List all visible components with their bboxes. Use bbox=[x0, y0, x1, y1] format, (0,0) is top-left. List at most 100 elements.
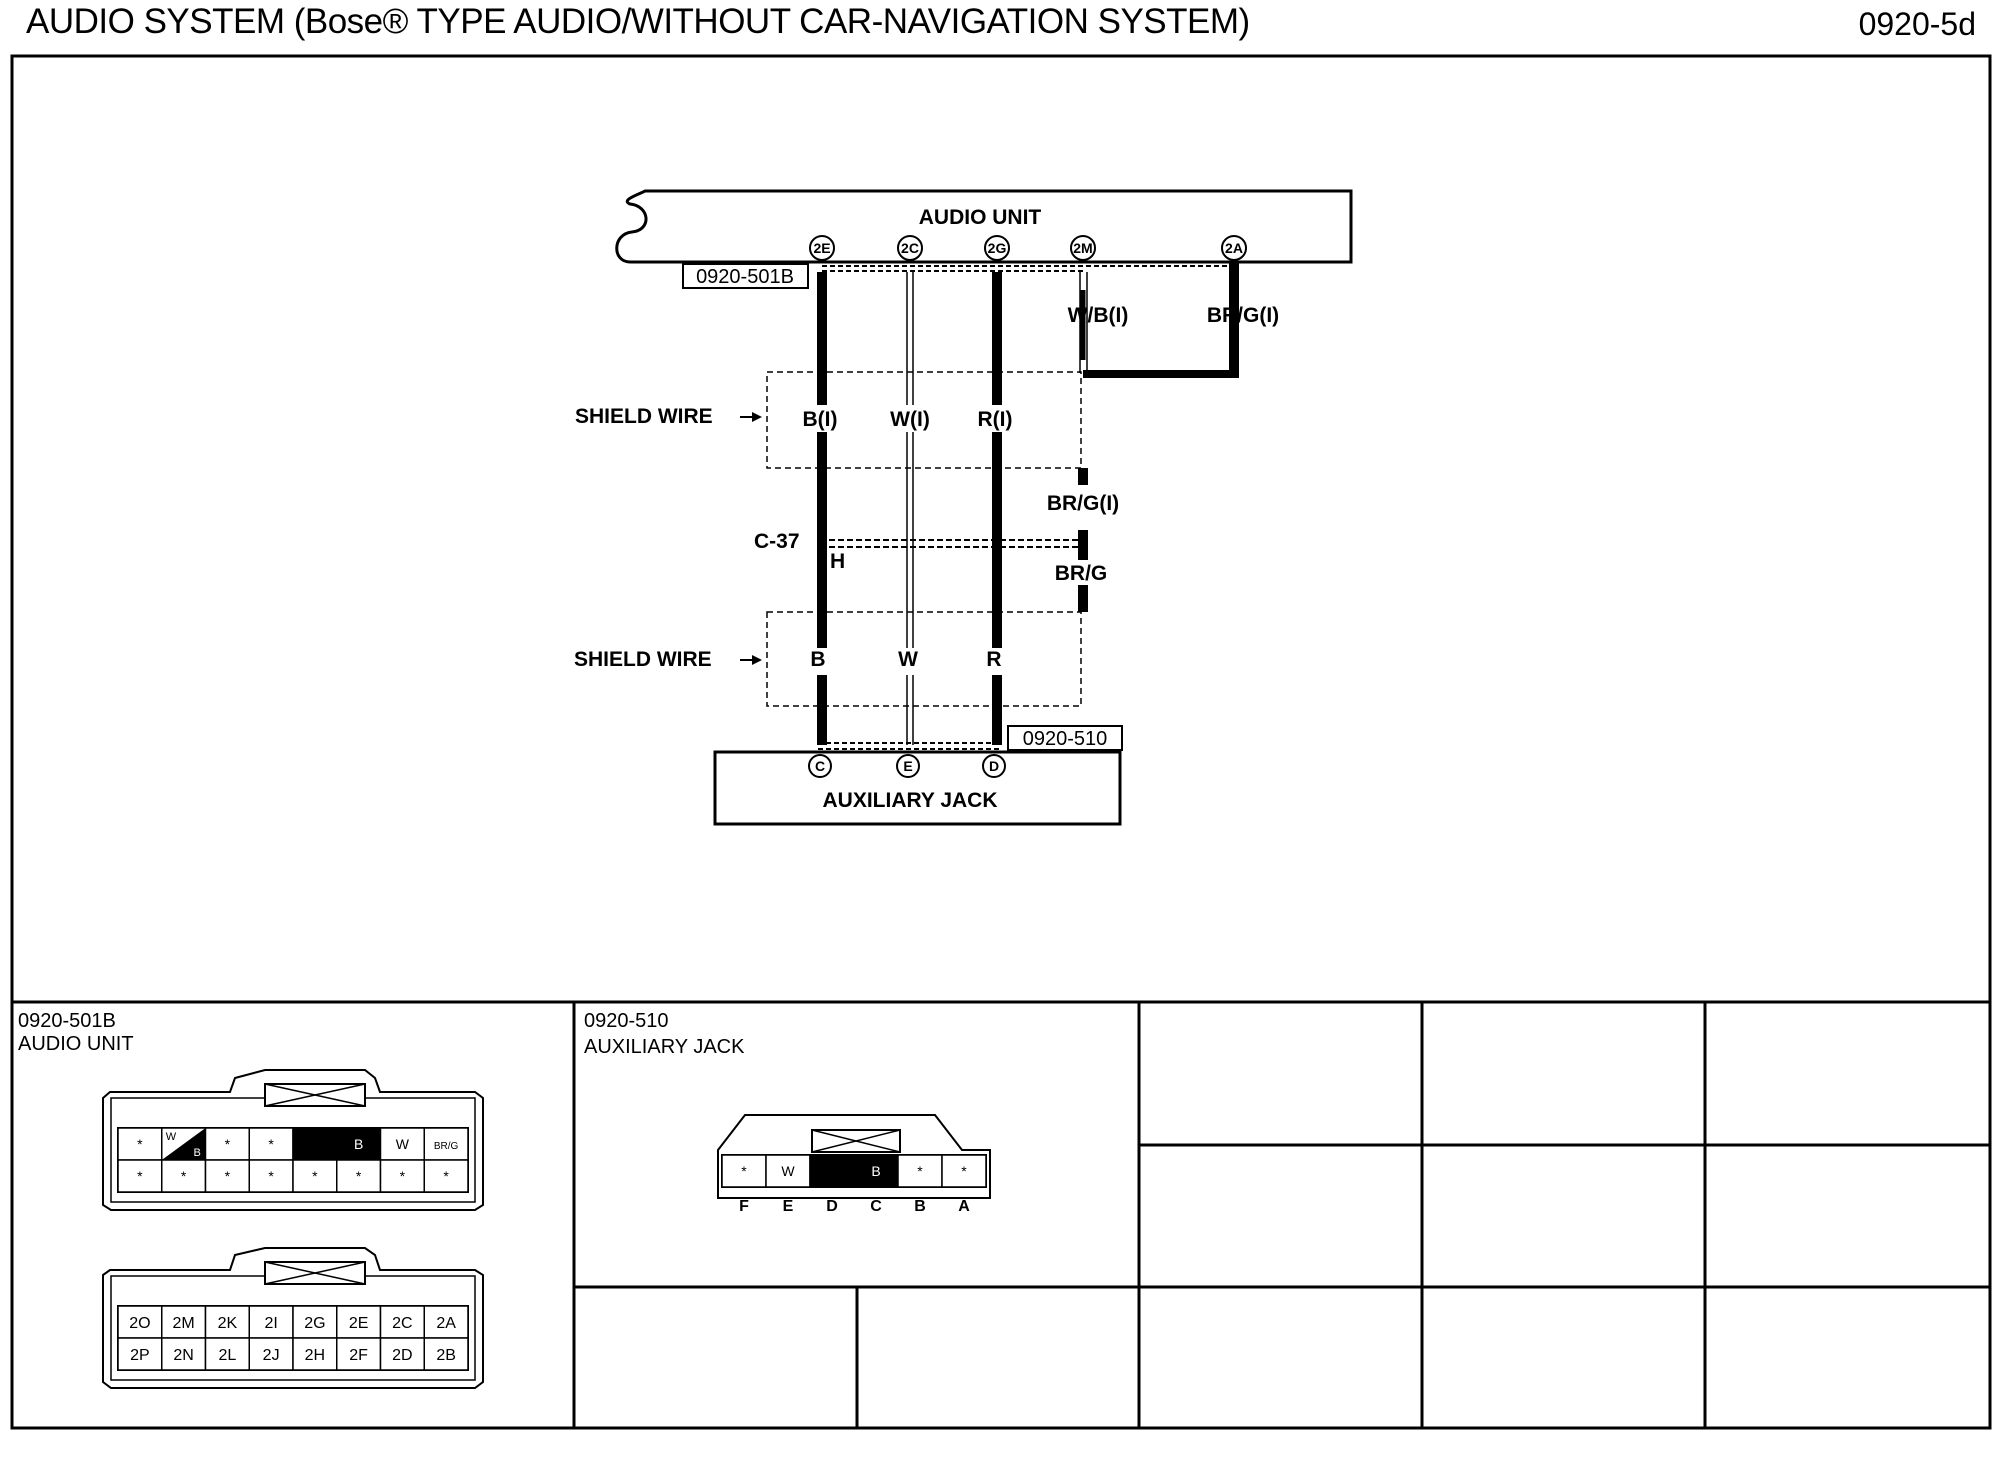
aux-pin-letter: F bbox=[739, 1198, 749, 1215]
audio-pin-label: 2O bbox=[129, 1315, 150, 1332]
wire-r-upper-label: R(I) bbox=[978, 408, 1013, 431]
audio-pin-cell bbox=[336, 1305, 382, 1339]
audio-pin-label: 2P bbox=[130, 1347, 150, 1364]
connector-ref-top bbox=[682, 263, 809, 289]
audio-pin-label: 2I bbox=[264, 1315, 277, 1332]
panel-audio-code: 0920-501B bbox=[18, 1010, 116, 1032]
aux-pin-letter: A bbox=[958, 1198, 970, 1215]
aux-pin-letter: D bbox=[826, 1198, 838, 1215]
wire-wb-loop bbox=[1079, 262, 1239, 378]
wire-w-lower-label: W bbox=[898, 648, 918, 671]
audio-pin-cell bbox=[117, 1337, 163, 1371]
audio-wire-label: B bbox=[194, 1147, 201, 1159]
audio-wire-cell bbox=[161, 1159, 207, 1193]
audio-pin-cell bbox=[204, 1337, 250, 1371]
aux-cell bbox=[721, 1154, 767, 1188]
top-pins: 2E 2C 2G 2M 2A bbox=[809, 235, 1247, 261]
audio-wire-cell bbox=[336, 1127, 382, 1161]
audio-pin-cell bbox=[204, 1305, 250, 1339]
audio-wire-cell bbox=[204, 1159, 250, 1193]
wire-w-upper-label: W(I) bbox=[890, 408, 930, 431]
aux-cell bbox=[809, 1154, 855, 1188]
audio-pin-label: 2A bbox=[436, 1315, 456, 1332]
audio-wire-label: * bbox=[225, 1168, 231, 1184]
audio-wire-cell bbox=[248, 1159, 294, 1193]
audio-wire-label: BR/G bbox=[434, 1141, 459, 1152]
diagram-frame bbox=[10, 54, 1992, 1430]
audio-pin-cell bbox=[248, 1337, 294, 1371]
audio-wire-cell bbox=[117, 1159, 163, 1193]
splice-pin-label: H bbox=[830, 550, 845, 573]
audio-pin-cell bbox=[379, 1337, 425, 1371]
audio-wire-label: * bbox=[137, 1168, 143, 1184]
audio-wire-cell bbox=[379, 1159, 425, 1193]
pin-c: C bbox=[815, 758, 825, 774]
connector-ref-bottom bbox=[1007, 725, 1123, 751]
audio-pin-label: 2N bbox=[173, 1347, 193, 1364]
audio-pin-label: 2B bbox=[436, 1347, 456, 1364]
audio-pin-cell bbox=[248, 1305, 294, 1339]
splice-label: C-37 bbox=[754, 530, 800, 553]
audio-wire-label: * bbox=[225, 1136, 231, 1152]
audio-wire-cell bbox=[336, 1159, 382, 1193]
pin-2m: 2M bbox=[1073, 240, 1092, 256]
audio-wire-label: * bbox=[400, 1168, 406, 1184]
page-title: AUDIO SYSTEM (Bose® TYPE AUDIO/WITHOUT C… bbox=[26, 2, 1250, 41]
audio-wire-cell bbox=[379, 1127, 425, 1161]
aux-cell-label: B bbox=[871, 1163, 880, 1179]
wire-b-lower-label: B bbox=[810, 648, 825, 671]
pin-e: E bbox=[903, 758, 912, 774]
aux-cell-label: * bbox=[741, 1163, 747, 1179]
aux-cell bbox=[941, 1154, 987, 1188]
audio-pin-cell bbox=[423, 1305, 469, 1339]
page-code: 0920-5d bbox=[1858, 6, 1976, 42]
panel-aux-code: 0920-510 bbox=[584, 1010, 669, 1032]
audio-wire-label: * bbox=[443, 1168, 449, 1184]
shield-box-lower bbox=[766, 611, 1082, 707]
wire-brg-low-label: BR/G bbox=[1055, 562, 1108, 585]
audio-wire-label: W bbox=[166, 1131, 177, 1143]
audio-wire-cell bbox=[292, 1127, 338, 1161]
wire-brg-mid-label: BR/G(I) bbox=[1047, 492, 1119, 515]
wire-w bbox=[906, 272, 914, 745]
pin-d: D bbox=[989, 758, 999, 774]
audio-wire-label: * bbox=[268, 1168, 274, 1184]
shield-label-upper: SHIELD WIRE bbox=[575, 405, 713, 428]
pin-2e: 2E bbox=[813, 240, 830, 256]
aux-cell bbox=[853, 1154, 899, 1188]
audio-wire-label: * bbox=[312, 1168, 318, 1184]
aux-cell bbox=[765, 1154, 811, 1188]
shield-box-upper bbox=[766, 371, 1082, 469]
audio-wire-label: W bbox=[396, 1136, 410, 1152]
wire-r-lower-label: R bbox=[986, 648, 1001, 671]
audio-connector-wires: * W B * * B W BR/G * * * * * * * * bbox=[102, 1069, 484, 1211]
aux-cell-label: W bbox=[781, 1163, 795, 1179]
audio-wire-label: * bbox=[137, 1136, 143, 1152]
audio-pin-label: 2D bbox=[392, 1347, 412, 1364]
wire-wb-label: W/B(I) bbox=[1068, 304, 1129, 327]
audio-unit-box bbox=[615, 189, 1353, 264]
audio-unit-label: AUDIO UNIT bbox=[919, 206, 1042, 229]
audio-wire-label: B bbox=[354, 1136, 363, 1152]
audio-pin-cell bbox=[423, 1337, 469, 1371]
audio-wire-label: * bbox=[268, 1136, 274, 1152]
aux-cell-label: * bbox=[961, 1163, 967, 1179]
audio-pin-label: 2G bbox=[304, 1315, 325, 1332]
audio-pin-label: 2L bbox=[218, 1347, 236, 1364]
panel-audio-name: AUDIO UNIT bbox=[18, 1033, 134, 1055]
connector-ref-bottom-label: 0920-510 bbox=[1023, 728, 1108, 750]
aux-pin-letter: B bbox=[914, 1198, 926, 1215]
audio-pin-cell bbox=[292, 1337, 338, 1371]
aux-jack-label: AUXILIARY JACK bbox=[822, 789, 997, 812]
audio-pin-label: 2F bbox=[349, 1347, 368, 1364]
audio-wire-cell bbox=[423, 1159, 469, 1193]
aux-cell-label: * bbox=[917, 1163, 923, 1179]
audio-wire-label: * bbox=[356, 1168, 362, 1184]
wire-b-upper-label: B(I) bbox=[803, 408, 838, 431]
audio-pin-label: 2E bbox=[349, 1315, 369, 1332]
audio-wire-label: * bbox=[181, 1168, 187, 1184]
wire-brg-top-label: BR/G(I) bbox=[1207, 304, 1279, 327]
